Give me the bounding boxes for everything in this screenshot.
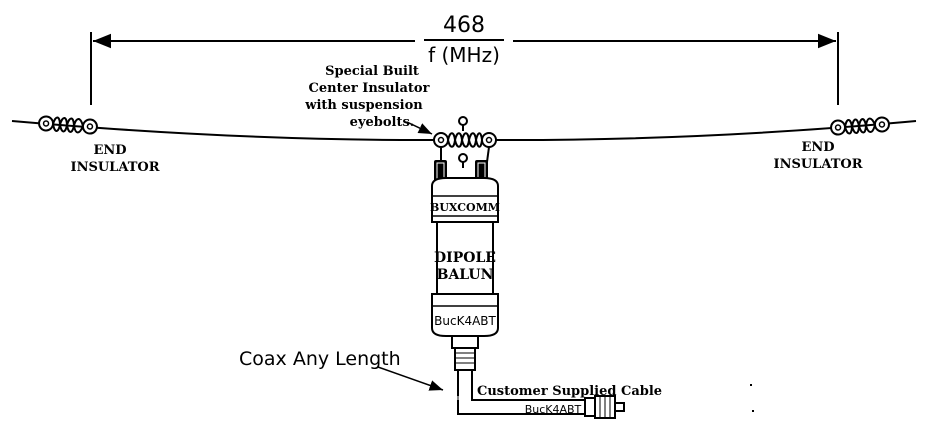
end-insulator-right-label-1: END xyxy=(801,140,834,155)
center-insulator-label-1: Special Built xyxy=(325,64,419,79)
center-insulator-label-4: eyebolts. xyxy=(350,115,415,130)
center-insulator-label-3: with suspension xyxy=(304,98,423,113)
balun-title-line-1: DIPOLE xyxy=(434,250,496,266)
coax-leader xyxy=(377,366,444,391)
antenna-wire-right xyxy=(491,120,917,142)
end-insulator-left-label-2: INSULATOR xyxy=(70,160,159,175)
end-insulator-right-label-2: INSULATOR xyxy=(773,157,862,172)
balun-bottom-label: BucK4ABT xyxy=(434,314,496,328)
center-insulator xyxy=(433,116,497,168)
center-insulator-label-2: Center Insulator xyxy=(309,81,430,96)
formula-numerator: 468 xyxy=(443,13,485,38)
balun: – + BUXCOMM DIPOLE BALUN BucK4ABT xyxy=(430,160,500,371)
formula-denominator: f (MHz) xyxy=(428,43,500,67)
end-insulator-left xyxy=(38,115,98,135)
speck xyxy=(752,410,754,412)
speck xyxy=(750,384,752,386)
coax-label: Coax Any Length xyxy=(239,348,401,370)
end-insulator-left-label-1: END xyxy=(93,143,126,158)
end-insulator-right xyxy=(830,116,890,136)
cable-tag: BucK4ABT xyxy=(525,403,582,416)
center-insulator-leader xyxy=(406,121,433,135)
balun-title-line-2: BALUN xyxy=(437,267,494,283)
coax-plug xyxy=(584,395,625,419)
cable-label: Customer Supplied Cable xyxy=(477,384,662,399)
coax-cable xyxy=(457,370,585,415)
balun-brand: BUXCOMM xyxy=(430,201,500,214)
